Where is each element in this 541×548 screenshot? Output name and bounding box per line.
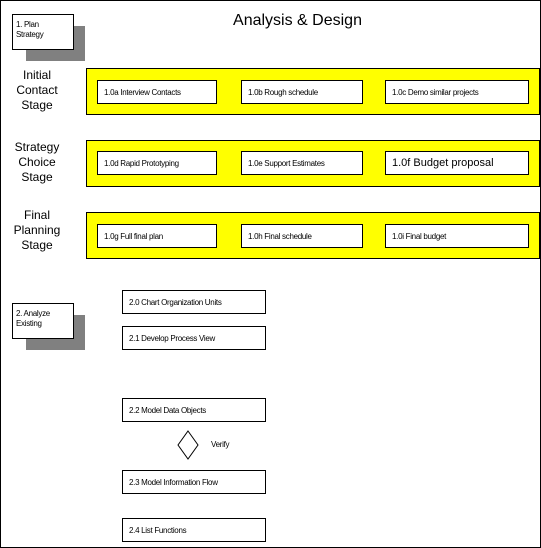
task-1-0a: 1.0a Interview Contacts — [97, 80, 217, 104]
stage-label-initial-contact: Initial Contact Stage — [16, 68, 58, 112]
step-2-2: 2.2 Model Data Objects — [122, 398, 266, 422]
verify-label: Verify — [211, 440, 230, 449]
section-1-label-line2: Strategy — [16, 30, 44, 39]
task-1-0i: 1.0i Final budget — [385, 224, 529, 248]
task-1-0h: 1.0h Final schedule — [241, 224, 363, 248]
task-1-0f: 1.0f Budget proposal — [385, 151, 529, 175]
page-title: Analysis & Design — [233, 12, 362, 29]
task-1-0d: 1.0d Rapid Prototyping — [97, 151, 217, 175]
section-2-label-line2: Existing — [16, 319, 42, 328]
section-1-label-line1: 1. Plan — [16, 20, 39, 29]
stage-label-final-planning: Final Planning Stage — [13, 208, 61, 252]
stage-label-strategy-choice: Strategy Choice Stage — [14, 140, 60, 184]
step-2-0: 2.0 Chart Organization Units — [122, 290, 266, 314]
task-1-0g: 1.0g Full final plan — [97, 224, 217, 248]
task-1-0b: 1.0b Rough schedule — [241, 80, 363, 104]
step-2-1: 2.1 Develop Process View — [122, 326, 266, 350]
section-1-tag: 1. Plan Strategy — [12, 14, 74, 50]
task-1-0c: 1.0c Demo similar projects — [385, 80, 529, 104]
section-2-tag: 2. Analyze Existing — [12, 303, 74, 339]
section-2-label-line1: 2. Analyze — [16, 309, 50, 318]
verify-decision-diamond — [177, 430, 199, 460]
step-2-3: 2.3 Model Information Flow — [122, 470, 266, 494]
step-2-4: 2.4 List Functions — [122, 518, 266, 542]
task-1-0e: 1.0e Support Estimates — [241, 151, 363, 175]
